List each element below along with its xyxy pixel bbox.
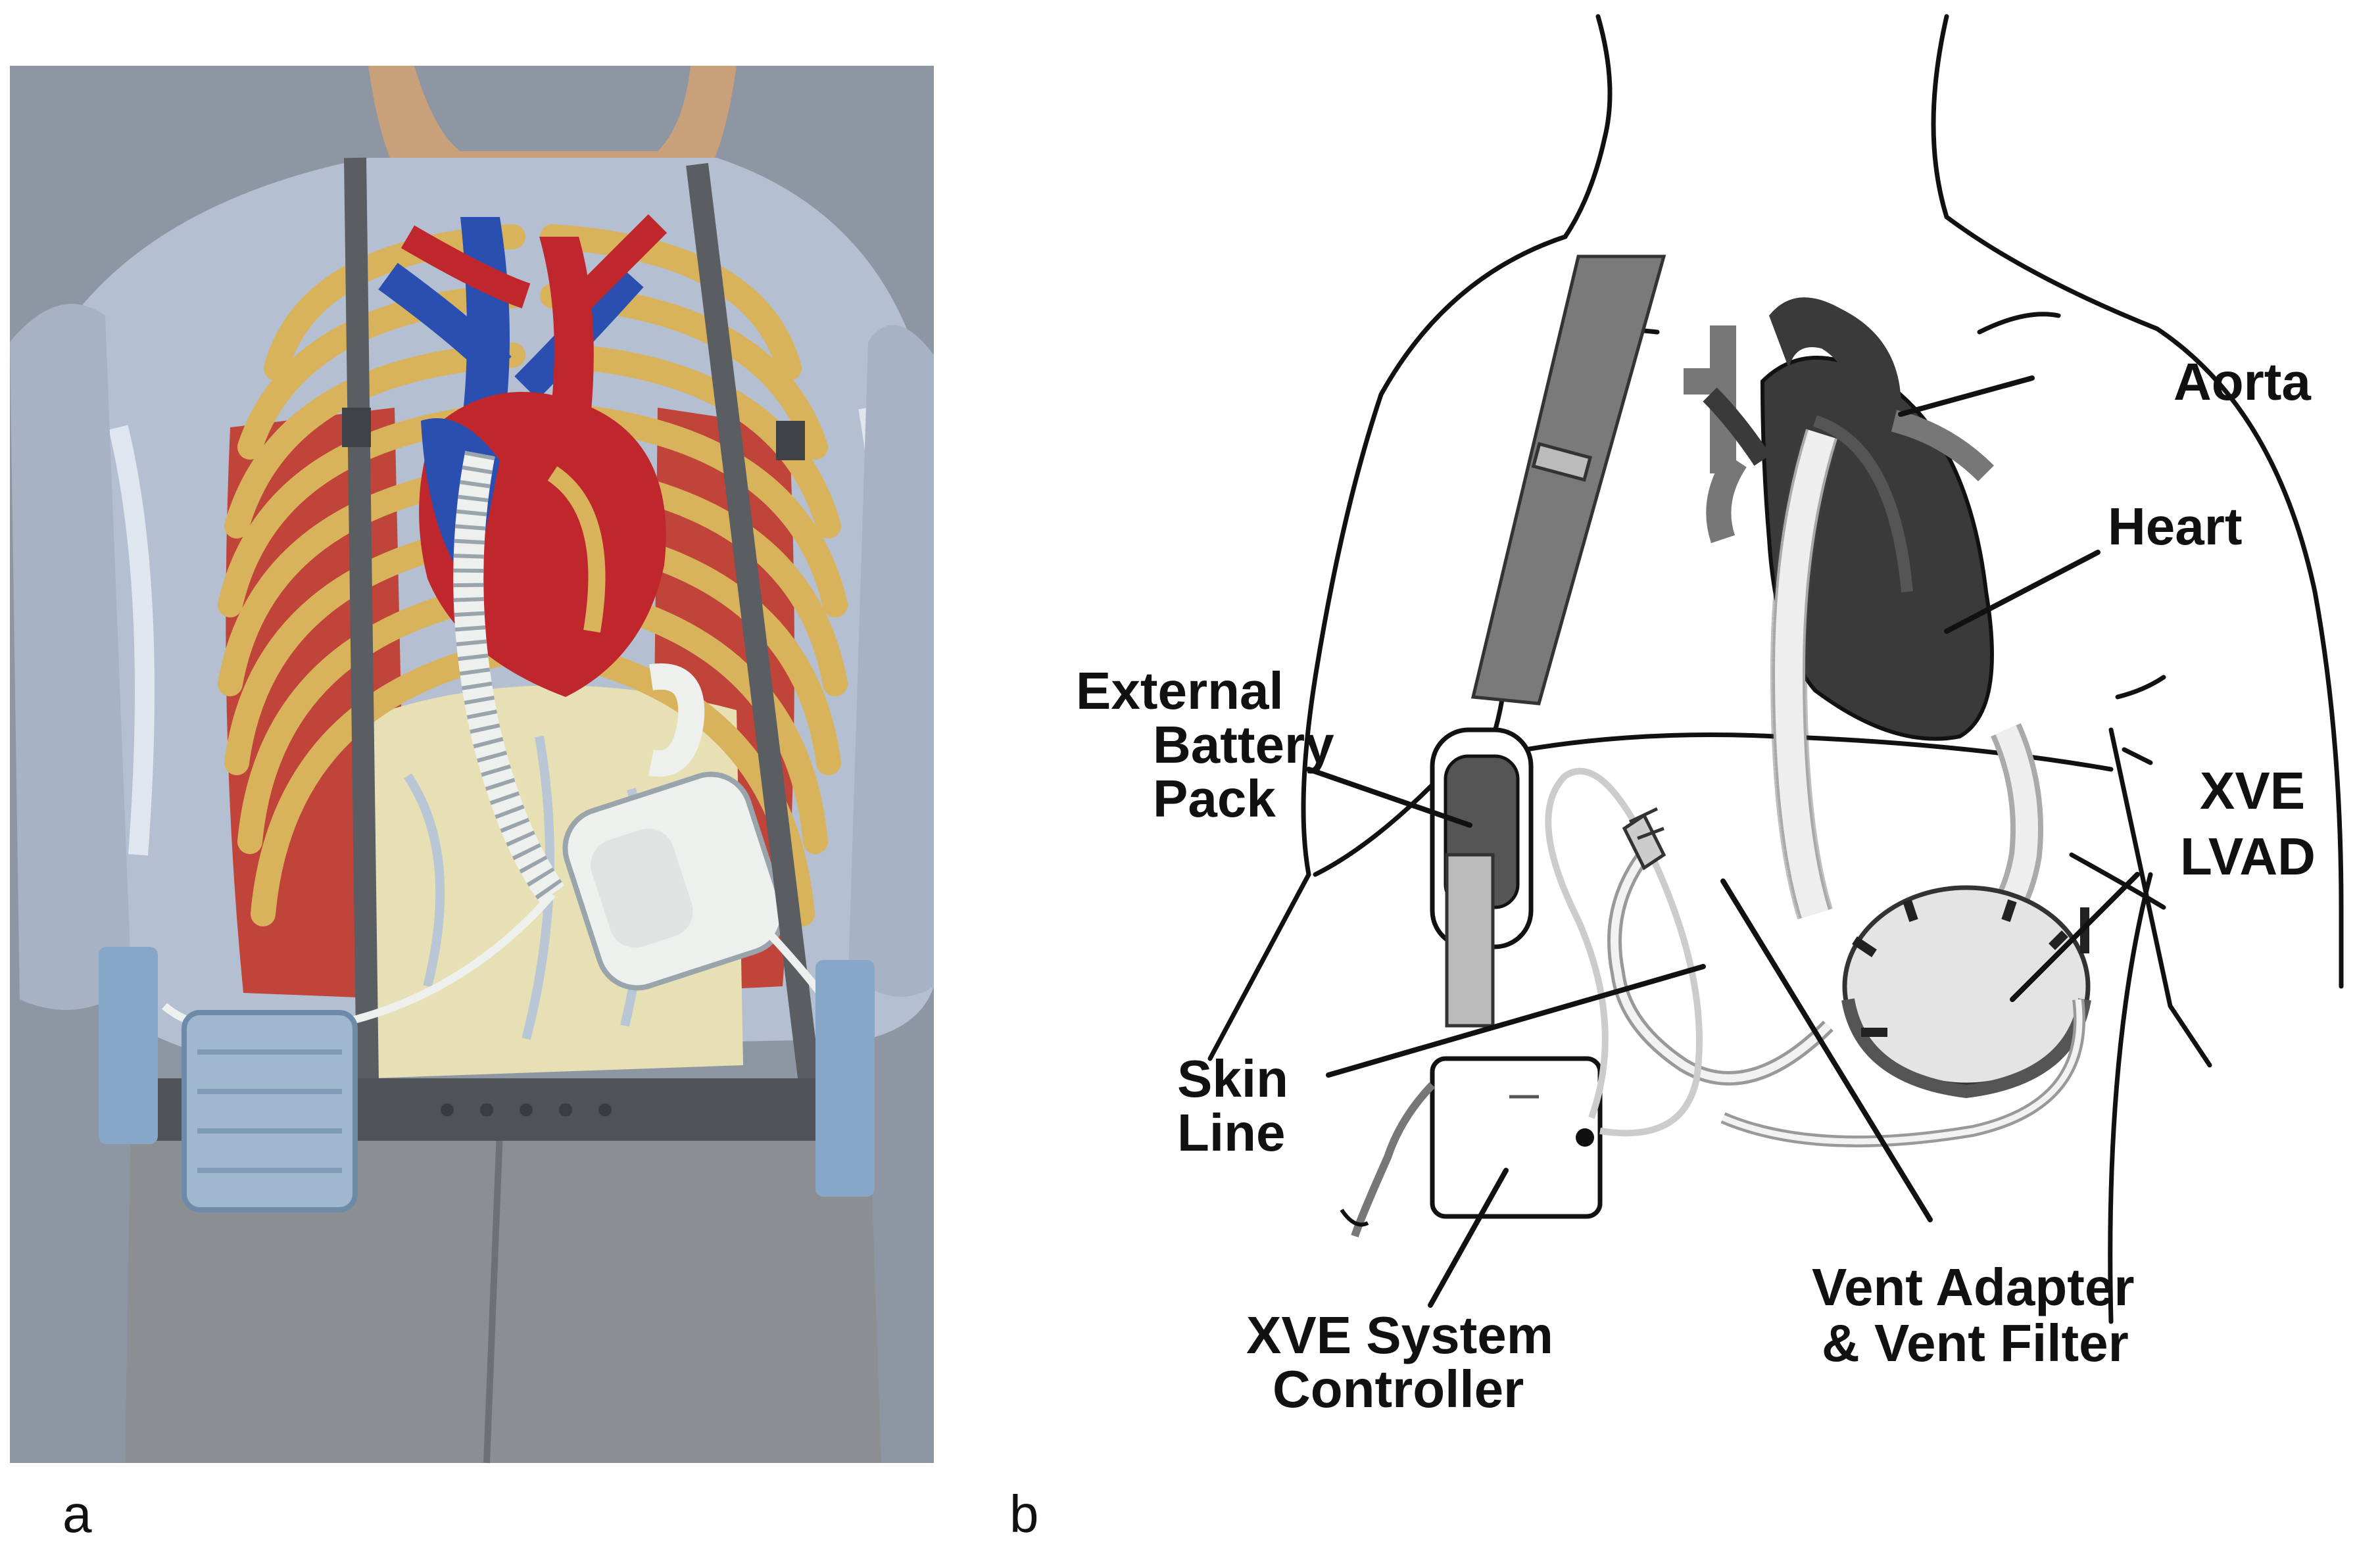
trouser-crease — [483, 1130, 503, 1464]
left-holster — [99, 947, 158, 1144]
controller-pack-lines — [197, 1049, 342, 1173]
label-lvad-line-1: XVE — [2200, 761, 2305, 820]
heart-leader — [1944, 550, 2101, 634]
outflow-graft-fill — [1774, 429, 1835, 919]
shirt-highlight — [109, 425, 155, 856]
lvad-rim — [1841, 998, 2091, 1099]
label-heart: Heart — [2108, 497, 2243, 556]
controller-pack — [182, 1010, 358, 1212]
lvad-leader — [2010, 872, 2140, 1002]
label-battery-line-3: Pack — [1153, 769, 1276, 828]
vessel-branch — [1706, 453, 1747, 544]
vein-branch — [378, 262, 512, 380]
left-arm — [10, 304, 132, 1011]
label-vent: Vent Adapter & Vent Filter — [1812, 1258, 2134, 1372]
label-skin-line: Skin Line — [1177, 1049, 1288, 1162]
skin-line-tube — [1545, 767, 1703, 1137]
aorta-arch — [1769, 297, 1901, 427]
controller-leader — [1428, 1168, 1509, 1308]
label-aorta: Aorta — [2174, 352, 2311, 411]
label-battery-line-2: Battery — [1153, 715, 1334, 774]
skin-line-leader — [1326, 964, 1706, 1078]
belt-holes — [441, 1103, 612, 1116]
lvad-pump-detail — [591, 828, 693, 948]
graft-ribbing — [453, 450, 565, 903]
strap-buckle — [1531, 442, 1593, 482]
coronary — [547, 466, 606, 633]
percutaneous-lead-fill — [1611, 852, 1832, 1082]
aorta-leader — [1898, 375, 2035, 417]
vessel-branch — [1684, 368, 1736, 395]
right-arm — [848, 325, 934, 997]
pump-driveline-fill — [1722, 999, 2083, 1145]
controller-knob — [1576, 1128, 1594, 1147]
inflow-cannula — [648, 663, 705, 777]
label-battery-line-1: External — [1076, 661, 1284, 720]
panel-a-illustration — [10, 66, 934, 1464]
label-skin-line-1: Skin — [1177, 1049, 1288, 1108]
panel-b-letter: b — [1009, 1485, 1039, 1543]
vent-leader — [1720, 878, 1933, 1222]
vent-adapter — [1622, 813, 1666, 871]
label-lvad-line-2: LVAD — [2180, 827, 2316, 886]
suspender-buckle — [776, 421, 805, 460]
label-lvad: XVE LVAD — [2180, 761, 2316, 886]
vessel — [1703, 387, 1771, 466]
system-controller — [1430, 1056, 1603, 1219]
suspender-buckle — [342, 408, 371, 447]
label-vent-line-1: Vent Adapter — [1812, 1258, 2134, 1316]
label-controller: XVE System Controller — [1246, 1306, 1553, 1418]
vent-filter — [1628, 807, 1664, 840]
label-controller-line-1: XVE System — [1246, 1306, 1553, 1364]
battery-leader — [1306, 767, 1472, 828]
battery-sleeve — [1445, 853, 1495, 1028]
heart-shading — [1813, 415, 1913, 592]
cable-end — [1340, 1209, 1369, 1227]
label-skin-line-2: Line — [1177, 1103, 1285, 1162]
body-outline — [1207, 14, 2344, 1324]
leader-lines — [1306, 375, 2140, 1308]
right-suspender — [686, 162, 827, 1133]
pulmonary-artery — [1891, 410, 1995, 482]
label-controller-line-2: Controller — [1273, 1360, 1524, 1418]
controller-cable — [1351, 1082, 1436, 1237]
panel-b-illustration — [1207, 14, 2344, 1324]
panel-a-letter: a — [62, 1485, 92, 1543]
artery-branch — [401, 214, 668, 312]
shoulder-strap — [1470, 254, 1666, 706]
right-holster — [815, 960, 875, 1197]
label-vent-line-2: & Vent Filter — [1822, 1314, 2129, 1372]
label-battery: External Battery Pack — [1076, 661, 1334, 828]
left-suspender — [344, 157, 379, 1132]
